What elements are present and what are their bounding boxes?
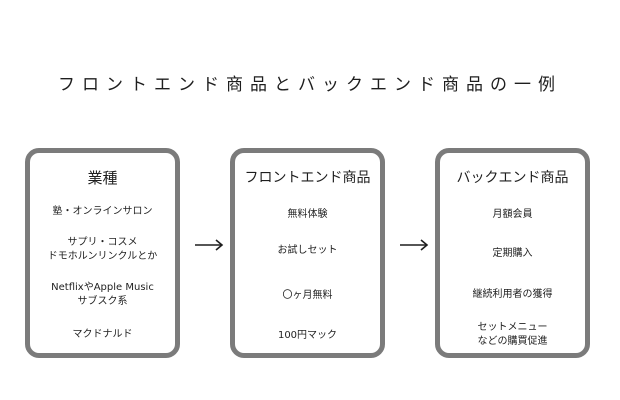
industry-item: サプリ・コスメ ドモホルンリンクルとか <box>47 237 158 262</box>
frontend-product-box: フロントエンド商品 無料体験 お試しセット 〇ヶ月無料 100円マック <box>230 148 385 358</box>
frontend-product-item: 100円マック <box>277 330 338 341</box>
frontend-product-item: 〇ヶ月無料 <box>282 290 333 301</box>
industry-heading: 業種 <box>87 169 118 187</box>
backend-product-item: 月額会員 <box>492 209 533 220</box>
backend-product-item: セットメニュー などの購買促進 <box>477 322 548 347</box>
industry-item: 塾・オンラインサロン <box>52 206 153 217</box>
industry-item: マクドナルド <box>72 329 133 340</box>
backend-product-heading: バックエンド商品 <box>456 170 569 186</box>
right-arrow-icon <box>400 239 429 251</box>
right-arrow-icon <box>195 239 224 251</box>
frontend-product-heading: フロントエンド商品 <box>244 170 371 186</box>
backend-product-box: バックエンド商品 月額会員 定期購入 継続利用者の獲得 セットメニュー などの購… <box>435 148 590 358</box>
backend-product-item: 継続利用者の獲得 <box>472 289 553 300</box>
backend-product-item: 定期購入 <box>492 248 533 259</box>
industry-box: 業種 塾・オンラインサロン サプリ・コスメ ドモホルンリンクルとか Netfli… <box>25 148 180 358</box>
frontend-product-item: 無料体験 <box>287 209 328 220</box>
frontend-product-item: お試しセット <box>277 245 338 256</box>
diagram-title: フロントエンド商品とバックエンド商品の一例 <box>58 75 562 95</box>
industry-item: NetflixやApple Music サブスク系 <box>51 282 154 307</box>
